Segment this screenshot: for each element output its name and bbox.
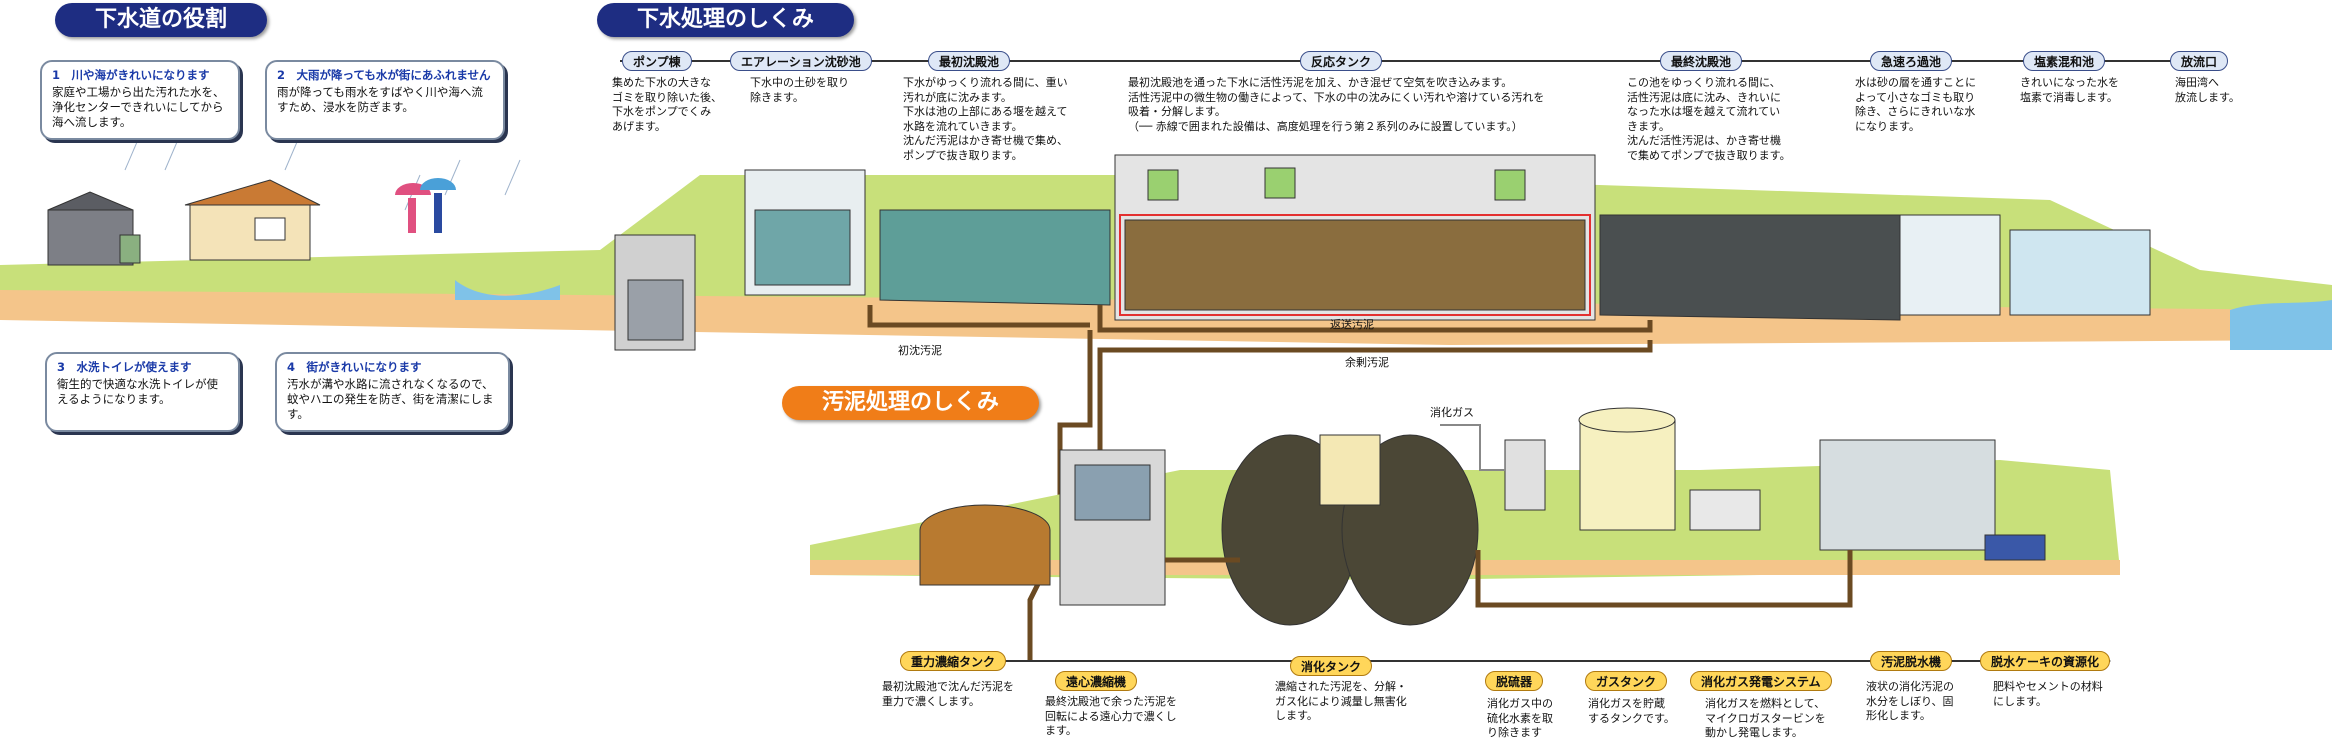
chlorine-tank [2009, 229, 2151, 316]
desc-dewatering: 液状の消化汚泥の 水分をしぼり、固 形化します。 [1866, 680, 1954, 722]
desc-chlorine: きれいになった水を 塩素で消毒します。 [2020, 76, 2119, 104]
final-settling-tank [1599, 214, 1901, 321]
step-gravity: 重力濃縮タンク [900, 651, 1007, 671]
sea [2230, 300, 2332, 350]
step-gastank: ガスタンク [1585, 671, 1668, 691]
rain [124, 134, 521, 211]
role-bubble-1: 1 川や海がきれいになります 家庭や工場から出た汚れた水を、浄化センターできれい… [40, 60, 240, 140]
desulfurizer [1504, 439, 1546, 511]
desc-centrifuge: 最終沈殿池で余った汚泥を 回転による遠心力で濃くし ます。 [1045, 695, 1177, 737]
step-dewatering: 汚泥脱水機 [1870, 651, 1953, 671]
dewatering-building [1819, 439, 1996, 551]
step-centrifuge: 遠心濃縮機 [1055, 671, 1138, 691]
step-digestion: 消化タンク [1290, 656, 1373, 676]
primary-settling-tank [879, 209, 1111, 306]
desc-desulfurizer: 消化ガス中の 硫化水素を取 り除きます [1487, 697, 1553, 739]
people-with-umbrellas [395, 178, 456, 233]
role-body-2: 雨が降っても雨水をすばやく川や海へ流すため、浸水を防ぎます。 [277, 85, 483, 114]
role-body-3: 衛生的で快適な水洗トイレが使えるようになります。 [57, 377, 218, 406]
role-title-3: 3 水洗トイレが使えます [57, 360, 192, 374]
role-title-4: 4 街がきれいになります [287, 360, 422, 374]
step-gaspower: 消化ガス発電システム [1690, 671, 1832, 691]
desc-digestion: 濃縮された汚泥を、分解・ ガス化により減量し無害化 します。 [1275, 680, 1407, 722]
desc-gaspower: 消化ガスを燃料として、 マイクロガスタービンを 動かし発電します。 [1705, 697, 1826, 739]
house [189, 204, 311, 261]
desc-gravity: 最初沈殿池で沈んだ汚泥を 重力で濃くします。 [882, 680, 1014, 708]
role-bubble-4: 4 街がきれいになります 汚水が溝や水路に流されなくなるので、蚊やハエの発生を防… [275, 352, 510, 432]
truck [1984, 534, 2046, 561]
role-bubble-2: 2 大雨が降っても水が街にあふれません 雨が降っても雨水をすばやく川や海へ流すた… [265, 60, 505, 140]
step-pump: ポンプ棟 [622, 51, 692, 71]
role-bubble-3: 3 水洗トイレが使えます 衛生的で快適な水洗トイレが使えるようになります。 [45, 352, 240, 432]
desc-final: この池をゆっくり流れる間に、 活性汚泥は底に沈み、きれいに なった水は堰を越えて… [1627, 76, 1791, 162]
step-reaction: 反応タンク [1300, 51, 1383, 71]
factory-building [47, 209, 134, 266]
sludge-title: 汚泥処理のしくみ [782, 386, 1039, 420]
step-aeration: エアレーション沈砂池 [730, 51, 872, 71]
label-return-sludge: 返送汚泥 [1330, 318, 1374, 331]
role-title: 下水道の役割 [55, 3, 268, 37]
step-filter: 急速ろ過池 [1870, 51, 1953, 71]
role-body-4: 汚水が溝や水路に流されなくなるので、蚊やハエの発生を防ぎ、街を清潔にします。 [287, 377, 494, 421]
step-outfall: 放流口 [2170, 51, 2229, 71]
desc-gastank: 消化ガスを貯蔵 するタンクです。 [1588, 697, 1675, 725]
gravity-thickener [919, 504, 1051, 586]
river [455, 280, 560, 300]
sludge-flow-line [900, 660, 2110, 662]
role-body-1: 家庭や工場から出た汚れた水を、浄化センターできれいにしてから海へ流します。 [52, 85, 225, 129]
rapid-filter [1899, 214, 2001, 316]
role-title-2: 2 大雨が降っても水が街にあふれません [277, 68, 491, 82]
label-excess-sludge: 余剰汚泥 [1345, 356, 1389, 369]
role-title-1: 1 川や海がきれいになります [52, 68, 210, 82]
step-desulfurizer: 脱硫器 [1485, 671, 1544, 691]
gas-power-system [1689, 489, 1761, 531]
reaction-chemical-tanks [1147, 167, 1526, 201]
desc-filter: 水は砂の層を通すことに よって小さなゴミも取り 除き、さらにきれいな水 になりま… [1855, 76, 1976, 133]
step-primary: 最初沈殿池 [928, 51, 1011, 71]
sewage-title: 下水処理のしくみ [597, 3, 854, 37]
sewage-flow-line [620, 60, 2220, 62]
desc-aeration: 下水中の土砂を取り 除きます。 [750, 76, 849, 104]
step-cake-recycle: 脱水ケーキの資源化 [1980, 651, 2111, 671]
gas-tank [1579, 419, 1676, 531]
step-final: 最終沈殿池 [1660, 51, 1743, 71]
label-digestion-gas: 消化ガス [1430, 406, 1474, 419]
step-chlorine: 塩素混和池 [2023, 51, 2106, 71]
desc-outfall: 海田湾へ 放流します。 [2175, 76, 2240, 104]
desc-primary: 下水がゆっくり流れる間に、重い 汚れが底に沈みます。 下水は池の上部にある堰を越… [903, 76, 1068, 162]
desc-cake-recycle: 肥料やセメントの材料 にします。 [1993, 680, 2103, 708]
desc-reaction: 最初沈殿池を通った下水に活性汚泥を加え、かき混ぜて空気を吹き込みます。 活性汚泥… [1128, 76, 1545, 133]
label-primary-sludge: 初沈汚泥 [898, 344, 942, 357]
desc-pump: 集めた下水の大きな ゴミを取り除いた後、 下水をポンプでくみ あげます。 [612, 76, 722, 133]
